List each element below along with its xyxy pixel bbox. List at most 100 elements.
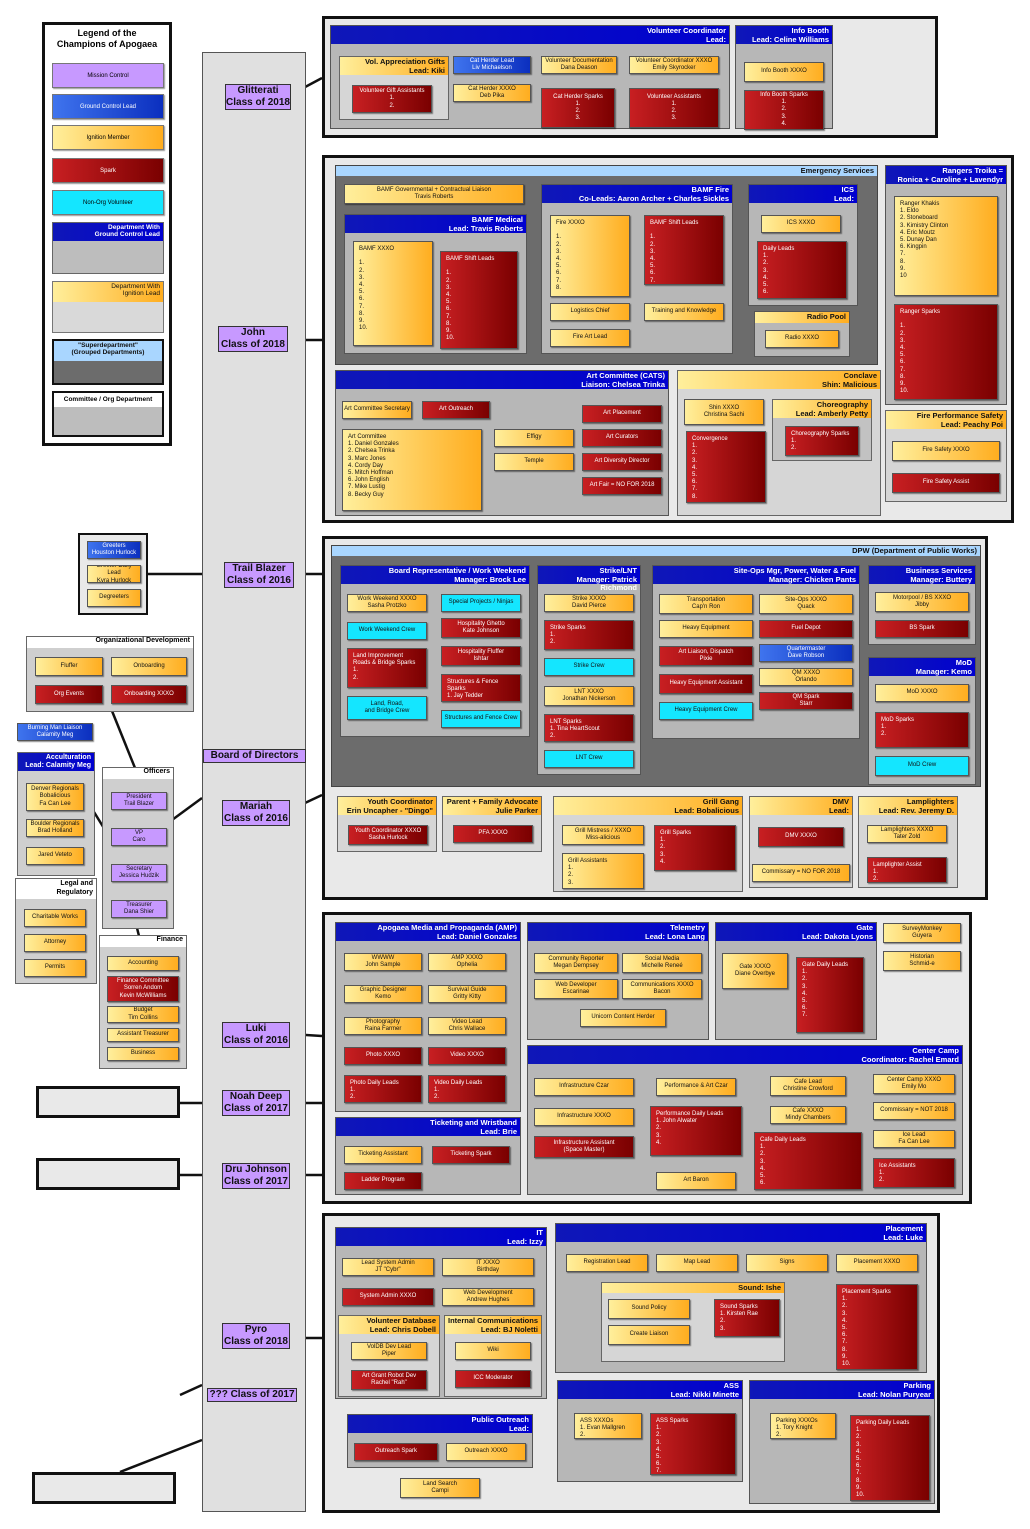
parking-daily-leads[interactable]: Parking Daily Leads 1. 2. 3. 4. 5. 6. 7.…: [850, 1415, 930, 1501]
onboarding-xxxo[interactable]: Onboarding XXXO: [111, 685, 187, 704]
member-glitterati[interactable]: Glitterati Class of 2018: [225, 84, 291, 110]
outreach-spark[interactable]: Outreach Spark: [354, 1443, 438, 1461]
volunteer-assistants[interactable]: Volunteer Assistants 1. 2. 3.: [629, 88, 719, 128]
special-projects[interactable]: Special Projects / Ninjas: [441, 594, 521, 612]
onboarding[interactable]: Onboarding: [111, 657, 187, 676]
boulder-regionals[interactable]: Boulder Regionals Brad Holland: [26, 819, 84, 837]
lamplighter-assist[interactable]: Lamplighter Assist 1. 2.: [867, 857, 947, 883]
system-admin-xxxo[interactable]: System Admin XXXO: [342, 1288, 434, 1306]
art-curators[interactable]: Art Curators: [582, 429, 662, 447]
choreography-sparks[interactable]: Choreography Sparks 1. 2.: [785, 426, 859, 456]
art-committee-secretary[interactable]: Art Committee Secretary: [342, 401, 412, 419]
amp-xxxo[interactable]: AMP XXXO Ophelia: [428, 953, 506, 971]
communications-xxxo[interactable]: Communications XXXO Bacon: [622, 979, 702, 999]
ticketing-assistant[interactable]: Ticketing Assistant: [344, 1146, 422, 1164]
qm-spark[interactable]: QM Spark Starr: [759, 692, 853, 710]
ass-xxxos[interactable]: ASS XXXOs 1. Evan Mallgren 2.: [574, 1413, 642, 1439]
charitable-works[interactable]: Charitable Works: [24, 909, 86, 927]
youth-coordinator-xxxo[interactable]: Youth Coordinator XXXO Sasha Hurlock: [348, 825, 428, 845]
attorney[interactable]: Attorney: [24, 934, 86, 952]
bamf-fire-shift-leads[interactable]: BAMF Shift Leads 1. 2. 3. 4. 5. 6. 7. 8.: [644, 215, 724, 285]
president[interactable]: President Trail Blazer: [111, 792, 167, 810]
assistant-treasurer[interactable]: Assistant Treasurer: [107, 1028, 179, 1042]
bamf-gov-liaison[interactable]: BAMF Governmental + Contractual Liaison …: [344, 184, 524, 204]
greeters[interactable]: Greeters Houston Hurlock: [87, 541, 141, 559]
art-grant-robot-dev[interactable]: Art Grant Robot Dev Rachel "Rah": [351, 1370, 427, 1390]
wwww[interactable]: WWWW John Sample: [344, 953, 422, 971]
infrastructure-czar[interactable]: Infrastructure Czar: [534, 1078, 634, 1096]
member-john[interactable]: John Class of 2018: [218, 326, 288, 352]
web-development[interactable]: Web Development Andrew Hughes: [442, 1288, 534, 1306]
lnt-crew[interactable]: LNT Crew: [544, 750, 634, 768]
jared-veteto[interactable]: Jared Veteto: [26, 847, 84, 865]
art-outreach[interactable]: Art Outreach: [422, 401, 490, 419]
permits[interactable]: Permits: [24, 959, 86, 977]
cafe-lead[interactable]: Cafe Lead Christine Crowford: [770, 1076, 846, 1096]
it-xxxo[interactable]: IT XXXO Birthday: [442, 1258, 534, 1276]
member-dru-johnson[interactable]: Dru Johnson Class of 2017: [222, 1163, 290, 1189]
web-developer[interactable]: Web Developer Escarinae: [534, 979, 618, 999]
lnt-sparks[interactable]: LNT Sparks 1. Tina HeartScout 2.: [544, 714, 634, 742]
ranger-sparks[interactable]: Ranger Sparks 1. 2. 3. 4. 5. 6. 7. 8. 9.…: [894, 304, 998, 400]
volunteer-documentation[interactable]: Volunteer Documentation Dana Deason: [541, 56, 617, 74]
treasurer[interactable]: Treasurer Dana Shier: [111, 900, 167, 918]
greeter-daily-lead[interactable]: Greeter Daily Lead Kyra Hurlock: [87, 565, 141, 583]
sound-sparks[interactable]: Sound Sparks 1. Kirsten Rae 2. 3.: [714, 1299, 780, 1337]
performance-art-czar[interactable]: Performance & Art Czar: [656, 1078, 736, 1096]
registration-lead[interactable]: Registration Lead: [566, 1254, 648, 1272]
pfa-xxxo[interactable]: PFA XXXO: [453, 825, 533, 843]
art-placement[interactable]: Art Placement: [582, 405, 662, 423]
cafe-xxxo[interactable]: Cafe XXXO Mindy Chambers: [770, 1106, 846, 1124]
ice-assistants[interactable]: Ice Assistants 1. 2.: [873, 1158, 955, 1188]
art-diversity-director[interactable]: Art Diversity Director: [582, 453, 662, 471]
effigy[interactable]: Effigy: [494, 429, 574, 447]
fire-safety-xxxo[interactable]: Fire Safety XXXO: [892, 441, 1000, 461]
fire-safety-assist[interactable]: Fire Safety Assist: [892, 473, 1000, 493]
temple[interactable]: Temple: [494, 453, 574, 471]
member-noah-deep[interactable]: Noah Deep Class of 2017: [222, 1090, 290, 1116]
mod-sparks[interactable]: MoD Sparks 1. 2.: [875, 712, 969, 748]
signs[interactable]: Signs: [746, 1254, 828, 1272]
shin-xxxo[interactable]: Shin XXXO Christina Sachi: [684, 399, 764, 425]
hospitality-ghetto[interactable]: Hospitality Ghetto Kate Johnson: [441, 618, 521, 638]
survival-guide[interactable]: Survival Guide Gritty Kitty: [428, 985, 506, 1003]
motorpool-bs-xxxo[interactable]: Motorpool / BS XXXO Jibby: [875, 592, 969, 612]
ranger-khakis[interactable]: Ranger Khakis 1. Eldo 2. Stoneboard 3. K…: [894, 196, 998, 296]
lamplighters-xxxo[interactable]: Lamplighters XXXO Tater Zold: [867, 825, 947, 843]
business[interactable]: Business: [107, 1047, 179, 1061]
land-road-bridge-crew[interactable]: Land, Road, and Bridge Crew: [347, 696, 427, 720]
center-camp-xxxo[interactable]: Center Camp XXXO Emily Mo: [873, 1074, 955, 1094]
fuel-depot[interactable]: Fuel Depot: [759, 620, 853, 638]
site-ops-xxxo[interactable]: Site-Ops XXXO Quack: [759, 594, 853, 614]
work-weekend-crew[interactable]: Work Weekend Crew: [347, 622, 427, 640]
strike-sparks[interactable]: Strike Sparks 1. 2.: [544, 620, 634, 650]
placement-xxxo[interactable]: Placement XXXO: [836, 1254, 918, 1272]
mod-xxxo[interactable]: MoD XXXO: [875, 684, 969, 702]
bamf-shift-leads[interactable]: BAMF Shift Leads 1. 2. 3. 4. 5. 6. 7. 8.…: [440, 251, 518, 349]
infrastructure-xxxo[interactable]: Infrastructure XXXO: [534, 1108, 634, 1126]
mod-crew[interactable]: MoD Crew: [875, 756, 969, 776]
fire-xxxo[interactable]: Fire XXXO 1. 2. 3. 4. 5. 6. 7. 8.: [550, 215, 630, 297]
graphic-designer[interactable]: Graphic Designer Kemo: [344, 985, 422, 1003]
bamf-xxxo[interactable]: BAMF XXXO 1. 2. 3. 4. 5. 6. 7. 8. 9. 10.: [353, 241, 433, 346]
land-search[interactable]: Land Search Campi: [400, 1478, 480, 1498]
lnt-xxxo[interactable]: LNT XXXO Jonathan Nickerson: [544, 686, 634, 706]
finance-committee[interactable]: Finance Committee Sorren Andom Kevin McW…: [107, 976, 179, 1002]
video-lead[interactable]: Video Lead Chris Wallace: [428, 1017, 506, 1035]
hospitality-fluffer[interactable]: Hospitality Fluffer Ishtar: [441, 646, 521, 666]
heavy-equipment-assistant[interactable]: Heavy Equipment Assistant: [659, 674, 753, 694]
member-unknown[interactable]: ??? Class of 2017: [207, 1388, 297, 1402]
lead-system-admin[interactable]: Lead System Admin JT "Cybr": [342, 1258, 434, 1276]
parking-xxxos[interactable]: Parking XXXOs 1. Tory Knight 2.: [770, 1413, 836, 1439]
info-booth-xxxo[interactable]: Info Booth XXXO: [744, 62, 824, 82]
photography[interactable]: Photography Raina Farmer: [344, 1017, 422, 1035]
voldb-dev-lead[interactable]: VolDB Dev Lead Piper: [351, 1342, 427, 1360]
sound-policy[interactable]: Sound Policy: [608, 1299, 690, 1319]
structures-fence-sparks[interactable]: Structures & Fence Sparks 1. Jay Tedder …: [441, 674, 521, 702]
fluffer[interactable]: Fluffer: [35, 657, 103, 676]
unicorn-content-herder[interactable]: Unicorn Content Herder: [580, 1009, 666, 1027]
art-committee-members[interactable]: Art Committee 1. Daniel Gonzales 2. Chel…: [342, 429, 482, 511]
heavy-equipment[interactable]: Heavy Equipment: [659, 620, 753, 638]
volunteer-coordinator-xxxo[interactable]: Volunteer Coordinator XXXO Emily Skyrock…: [629, 56, 719, 74]
training-and-knowledge[interactable]: Training and Knowledge: [644, 303, 724, 321]
